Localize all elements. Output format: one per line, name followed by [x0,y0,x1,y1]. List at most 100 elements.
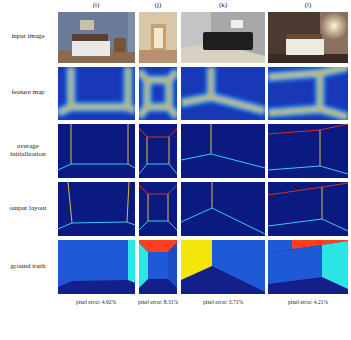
floor-edge [58,164,135,170]
response [58,67,135,113]
feature-map [181,67,265,120]
map-ground [139,67,177,120]
error-label: pixel error: 8.31% [138,299,178,305]
wall [181,12,265,63]
ground-truth-map [181,240,265,294]
error-label: pixel error: 3.71% [203,299,243,305]
response [181,67,265,111]
response [139,71,177,117]
floor-edge [268,166,348,174]
sofa [203,32,253,50]
bed [286,39,324,55]
panel-ground [181,124,265,178]
side-wall-region [181,240,212,280]
map-ground [58,67,135,120]
ceiling-edge [139,128,177,137]
response [181,67,265,111]
response [139,71,177,117]
doorway [151,24,166,50]
response [139,71,177,117]
wall-edge [212,182,213,208]
wall [139,12,177,63]
floor-edge [139,164,177,174]
headboard [72,34,108,42]
layout-panel [139,124,177,178]
wall-edge [68,182,129,223]
window [154,28,163,48]
row-label: input image [3,33,53,41]
column-label: (j) [155,2,162,10]
ceiling-edge [268,183,348,195]
feature-map [268,67,348,120]
dresser [114,38,126,52]
layout-panel [181,124,265,178]
floor-edge [58,222,135,229]
response [268,67,348,117]
row-label: output layout [3,205,53,213]
floor [139,50,177,63]
floor-edge [181,154,265,168]
side-wall-region [322,241,348,289]
ground-truth-map [268,240,348,294]
front-wall-region [148,252,168,279]
input-photo [58,12,135,63]
input-photo [181,12,265,63]
response [58,67,135,113]
layout-panel [58,124,135,178]
picture [231,20,243,28]
input-photo [139,12,177,63]
layout-panel [181,182,265,236]
map-response [268,67,348,117]
column-label: (k) [219,2,227,10]
map-response [58,67,135,113]
wall [268,12,348,63]
front-wall-region [268,245,322,284]
side-wall-region [128,240,135,283]
response [58,67,135,113]
response [268,67,348,117]
ceiling-edge [268,124,348,134]
lamp-glow [320,12,348,40]
wall-edge [320,130,321,166]
front-wall-region [58,240,128,287]
wall-edge [147,137,169,164]
map-response [139,71,177,117]
panel-ground [139,124,177,178]
panel-ground [58,124,135,178]
panel-ground [139,182,177,236]
feature-map [139,67,177,120]
row-label: average initialization [3,143,53,158]
side-wall-region [139,243,148,288]
floor [268,54,348,63]
error-label: pixel error: 4.21% [288,299,328,305]
wall-edge [71,124,128,164]
response [58,67,135,113]
response [268,67,348,117]
panel-ground [58,182,135,236]
front-wall-region [212,240,265,292]
wall-edge [211,124,212,154]
floor-region [181,240,265,294]
column-label: (i) [93,2,100,10]
wall-edge [322,187,323,219]
bed [72,41,110,56]
panel-ground [268,182,348,236]
row-label: ground truth [3,263,53,271]
floor-edge [139,221,177,230]
response [181,67,265,111]
floor-edge [181,208,265,234]
map-ground [181,67,265,120]
layout-panel [268,124,348,178]
floor-region [58,240,135,294]
wall [58,12,135,63]
floor-edge [268,219,348,231]
panel-ground [181,182,265,236]
ceiling-edge [139,185,177,194]
panel-ground [268,124,348,178]
layout-panel [58,182,135,236]
layout-panel [268,182,348,236]
feature-map [58,67,135,120]
ground-truth-map [58,240,135,294]
